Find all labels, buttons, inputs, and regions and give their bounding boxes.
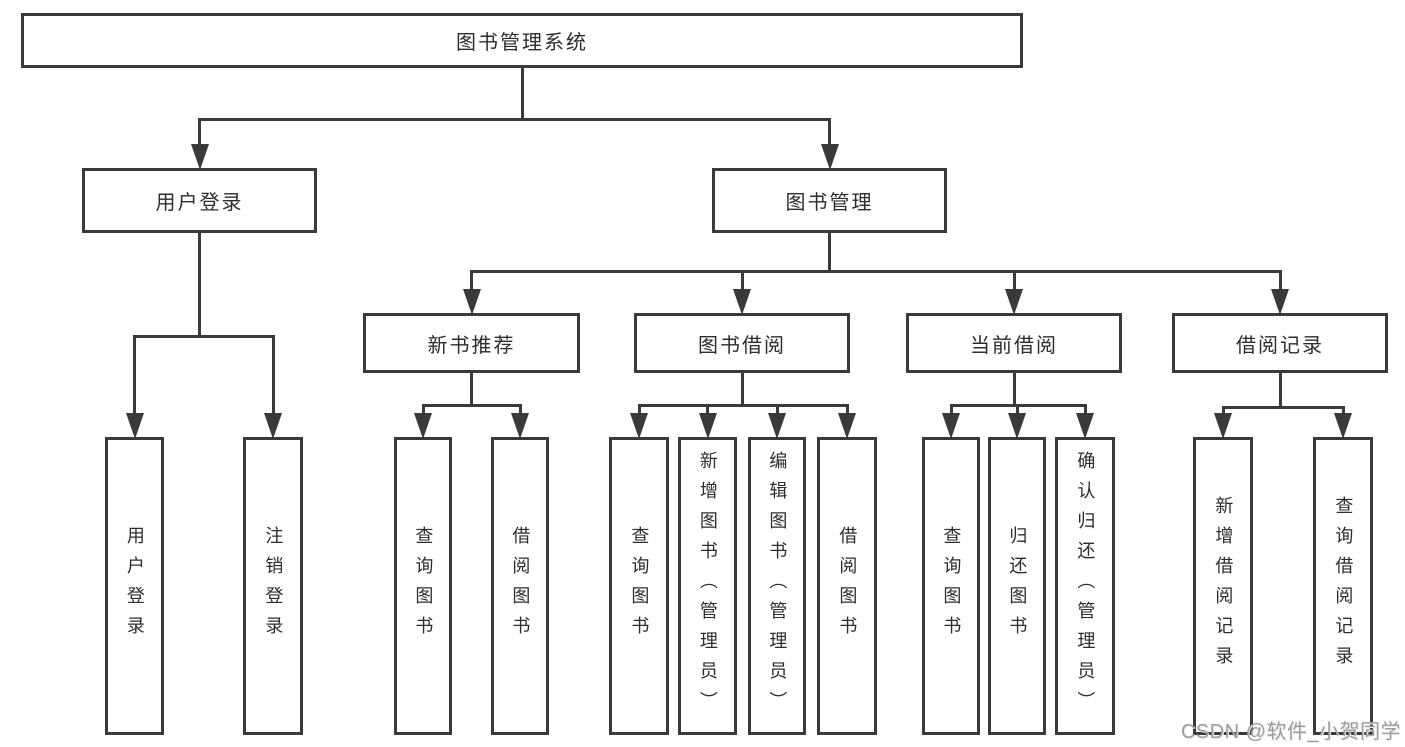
connector-line bbox=[740, 373, 744, 405]
node-label: 查询图书 bbox=[629, 526, 650, 646]
node-label: 新增图书（管理员） bbox=[697, 451, 718, 721]
node-bb-add: 新增图书（管理员） bbox=[678, 437, 737, 735]
node-label: 图书管理 bbox=[785, 192, 874, 214]
node-label: 用户登录 bbox=[124, 526, 145, 646]
connector-line bbox=[1341, 407, 1345, 417]
node-label: 确认归还（管理员） bbox=[1075, 451, 1096, 721]
node-label: 图书管理系统 bbox=[456, 32, 588, 54]
node-new-book-rec: 新书推荐 bbox=[363, 313, 580, 373]
node-user-login-leaf: 用户登录 bbox=[105, 437, 164, 735]
node-label: 用户登录 bbox=[155, 192, 244, 214]
arrow-down-icon bbox=[698, 413, 717, 439]
node-label: 查询借阅记录 bbox=[1333, 496, 1354, 676]
node-book-borrow: 图书借阅 bbox=[634, 313, 850, 373]
node-logout-leaf: 注销登录 bbox=[243, 437, 303, 735]
connector-line bbox=[470, 373, 473, 405]
connector-line bbox=[706, 405, 709, 417]
connector-line bbox=[518, 405, 522, 417]
node-cb-query: 查询图书 bbox=[922, 437, 980, 735]
node-label: 借阅图书 bbox=[837, 526, 858, 646]
arrow-down-icon bbox=[462, 289, 481, 315]
arrow-down-icon bbox=[768, 413, 786, 439]
connector-line bbox=[470, 269, 1282, 273]
node-label: 归还图书 bbox=[1007, 526, 1028, 646]
node-label: 查询图书 bbox=[413, 526, 434, 646]
connector-line bbox=[1278, 373, 1282, 407]
node-label: 新增借阅记录 bbox=[1213, 496, 1234, 676]
connector-line bbox=[775, 405, 779, 417]
connector-line bbox=[520, 68, 524, 119]
arrow-down-icon bbox=[838, 413, 856, 439]
arrow-down-icon bbox=[414, 413, 432, 439]
arrow-down-icon bbox=[820, 144, 839, 170]
node-current-borrow: 当前借阅 bbox=[906, 313, 1122, 373]
connector-line bbox=[1221, 405, 1345, 409]
node-label: 借阅图书 bbox=[510, 526, 531, 646]
arrow-down-icon bbox=[1008, 413, 1026, 439]
node-nbr-query: 查询图书 bbox=[394, 437, 452, 735]
node-bb-borrow: 借阅图书 bbox=[817, 437, 877, 735]
connector-line bbox=[1012, 271, 1016, 293]
arrow-down-icon bbox=[1271, 289, 1289, 315]
node-label: 借阅记录 bbox=[1236, 334, 1324, 357]
arrow-down-icon bbox=[1005, 289, 1023, 315]
node-bb-edit: 编辑图书（管理员） bbox=[748, 437, 806, 735]
connector-line bbox=[271, 336, 275, 417]
connector-line bbox=[845, 405, 849, 417]
node-borrow-records: 借阅记录 bbox=[1172, 313, 1388, 373]
connector-line bbox=[421, 405, 425, 417]
node-book-mgmt: 图书管理 bbox=[712, 168, 947, 233]
node-label: 注销登录 bbox=[263, 526, 284, 646]
node-label: 新书推荐 bbox=[427, 334, 516, 357]
arrow-down-icon bbox=[1334, 413, 1352, 439]
arrow-down-icon bbox=[630, 413, 648, 439]
node-label: 当前借阅 bbox=[970, 334, 1058, 357]
connector-line bbox=[198, 233, 201, 336]
connector-line bbox=[1083, 405, 1087, 417]
connector-line bbox=[421, 403, 522, 407]
arrow-down-icon bbox=[1214, 413, 1232, 439]
node-label: 图书借阅 bbox=[698, 334, 786, 357]
csdn-watermark: CSDN @软件_小贺同学 bbox=[1180, 721, 1401, 743]
connector-line bbox=[637, 405, 641, 417]
connector-line bbox=[1015, 405, 1019, 417]
node-user-login: 用户登录 bbox=[82, 168, 317, 233]
connector-line bbox=[1221, 407, 1225, 417]
connector-line bbox=[133, 336, 136, 417]
node-cb-confirm: 确认归还（管理员） bbox=[1055, 437, 1115, 735]
node-cb-return: 归还图书 bbox=[988, 437, 1046, 735]
connector-line bbox=[470, 271, 473, 293]
arrow-down-icon bbox=[511, 413, 529, 439]
connector-line bbox=[1012, 373, 1016, 405]
connector-line bbox=[198, 117, 831, 121]
connector-line bbox=[828, 233, 831, 271]
node-root: 图书管理系统 bbox=[21, 13, 1023, 68]
arrow-down-icon bbox=[1076, 413, 1094, 439]
connector-line bbox=[1278, 271, 1282, 293]
node-nbr-borrow: 借阅图书 bbox=[491, 437, 549, 735]
node-br-query: 查询借阅记录 bbox=[1313, 437, 1373, 735]
node-br-add: 新增借阅记录 bbox=[1193, 437, 1253, 735]
node-label: 查询图书 bbox=[941, 526, 962, 646]
node-label: 编辑图书（管理员） bbox=[767, 451, 788, 721]
connector-line bbox=[637, 403, 849, 407]
connector-line bbox=[949, 405, 953, 417]
arrow-down-icon bbox=[190, 144, 209, 170]
connector-line bbox=[828, 119, 831, 148]
connector-line bbox=[198, 119, 201, 148]
connector-line bbox=[133, 334, 275, 338]
arrow-down-icon bbox=[942, 413, 960, 439]
arrow-down-icon bbox=[733, 289, 751, 315]
connector-line bbox=[740, 271, 744, 293]
arrow-down-icon bbox=[264, 413, 282, 439]
arrow-down-icon bbox=[125, 413, 144, 439]
node-bb-query: 查询图书 bbox=[609, 437, 669, 735]
